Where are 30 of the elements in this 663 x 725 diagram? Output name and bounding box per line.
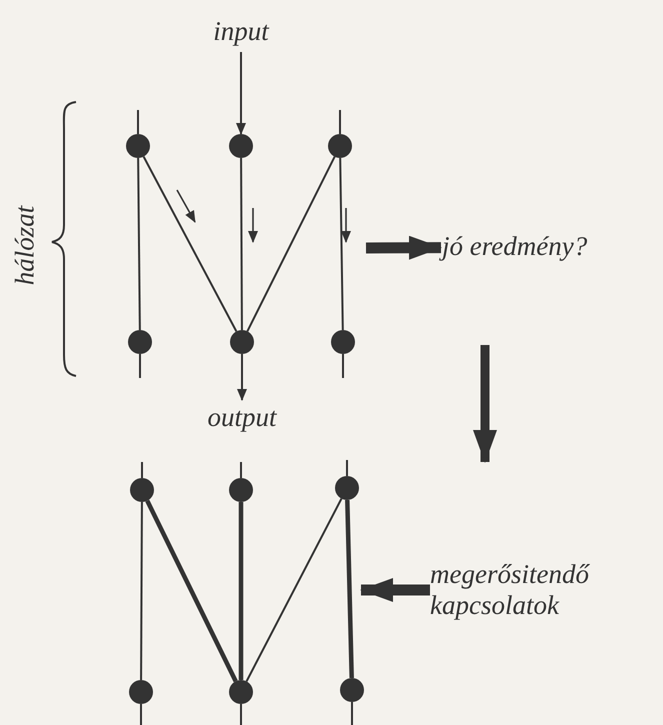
connection-line: [345, 500, 354, 678]
connection-line: [339, 158, 344, 330]
neuron-node: [331, 330, 355, 354]
neuron-node: [126, 134, 150, 158]
arrow: [360, 578, 430, 602]
neuron-node: [129, 680, 153, 704]
neuron-node: [335, 476, 359, 500]
neuron-node: [229, 134, 253, 158]
neuron-node: [328, 134, 352, 158]
arrow: [366, 236, 442, 260]
connection-line: [137, 158, 141, 330]
arrow: [236, 52, 246, 135]
connection-line: [145, 500, 238, 682]
neuron-node: [229, 680, 253, 704]
text-label: megerősitendő kapcsolatok: [430, 556, 635, 624]
connection-line: [240, 158, 243, 330]
neuron-node: [130, 478, 154, 502]
neuron-node: [128, 330, 152, 354]
arrow: [237, 354, 247, 401]
neuron-node: [229, 478, 253, 502]
brace-label: hálózat: [9, 205, 40, 285]
text-label: output: [197, 400, 287, 436]
connection-line: [246, 498, 342, 682]
text-label: input: [196, 12, 286, 52]
connection-line: [142, 156, 238, 332]
neuron-node: [230, 330, 254, 354]
connection-line: [246, 156, 336, 332]
neuron-node: [340, 678, 364, 702]
connection-line: [140, 502, 143, 680]
connection-line: [238, 502, 244, 680]
